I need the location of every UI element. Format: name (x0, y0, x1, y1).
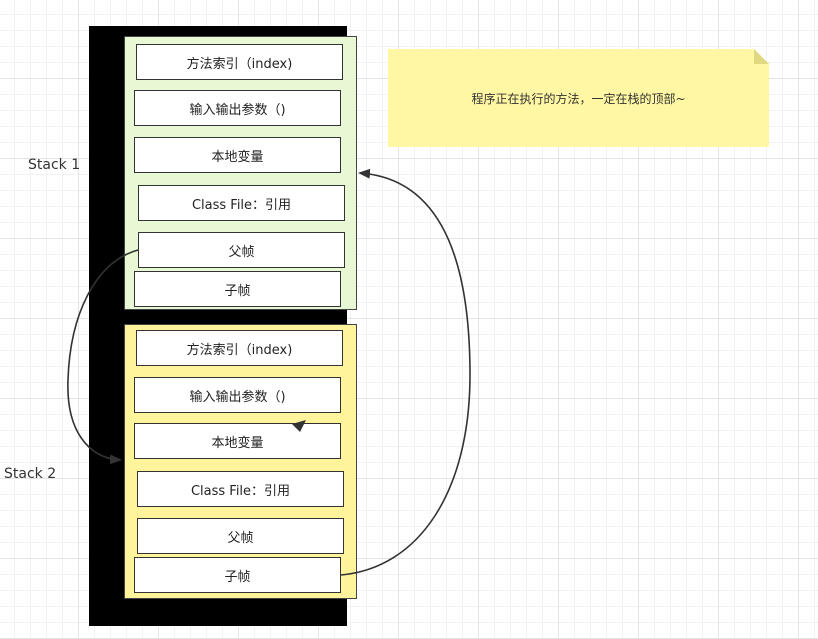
stack-2-class-file-ref[interactable]: Class File：引用 (137, 471, 344, 507)
stack-1-label: Stack 1 (28, 157, 81, 173)
stack-1-class-file-ref[interactable]: Class File：引用 (138, 185, 345, 221)
pointer-mark (292, 420, 306, 432)
stack-2-parent-frame[interactable]: 父帧 (137, 518, 344, 554)
parent-to-stack2-arrow (67, 249, 139, 465)
child-to-stack1-arrow (340, 168, 471, 576)
sticky-note[interactable]: 程序正在执行的方法，一定在栈的顶部~ (388, 49, 769, 147)
stack-2-child-frame[interactable]: 子帧 (134, 557, 341, 593)
stack-1-parent-frame[interactable]: 父帧 (138, 232, 345, 268)
stack-1-child-frame[interactable]: 子帧 (134, 271, 341, 307)
stack-1-io-params[interactable]: 输入输出参数（) (134, 90, 341, 126)
stack-1-method-index[interactable]: 方法索引（index) (136, 44, 343, 80)
stack-1-local-vars[interactable]: 本地变量 (134, 137, 341, 173)
stack-2-label: Stack 2 (4, 466, 57, 482)
stack-2-io-params[interactable]: 输入输出参数（) (134, 377, 341, 413)
stack-2-local-vars[interactable]: 本地变量 (134, 423, 341, 459)
sticky-note-text: 程序正在执行的方法，一定在栈的顶部~ (471, 91, 686, 106)
stack-2-method-index[interactable]: 方法索引（index) (136, 330, 343, 366)
